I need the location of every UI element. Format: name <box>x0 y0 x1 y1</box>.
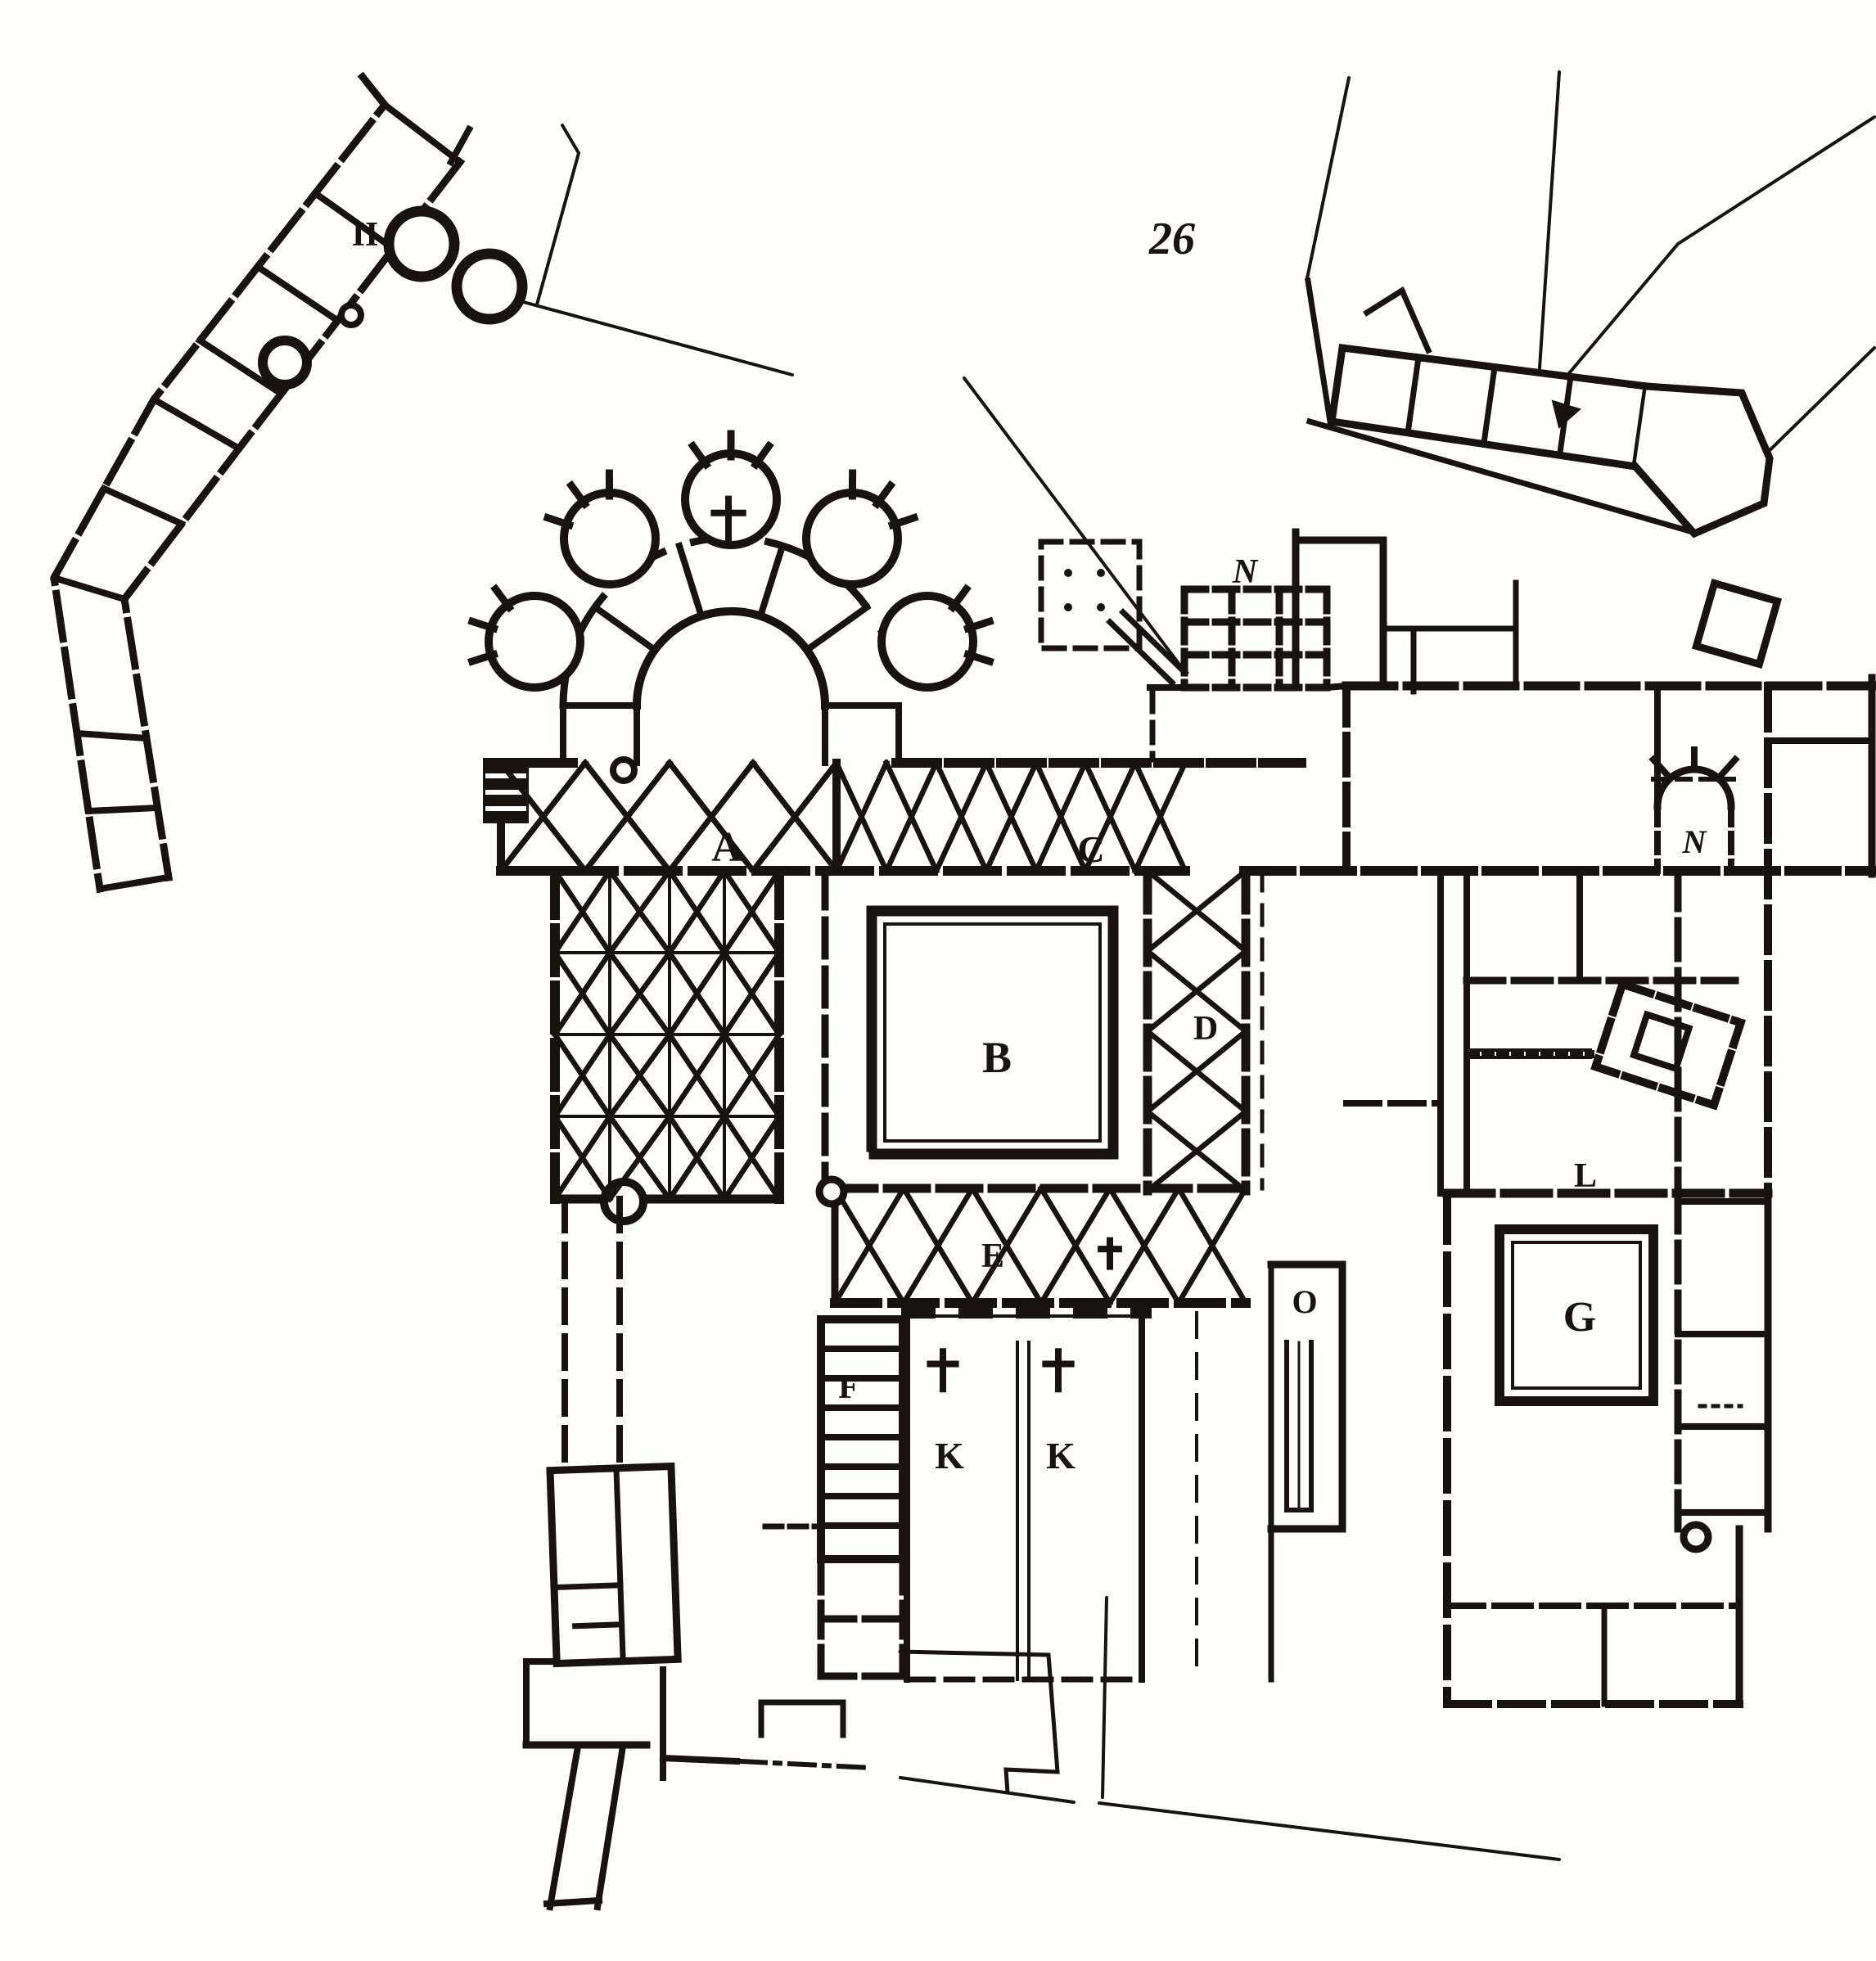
plan-label-label-n1: N <box>1232 553 1259 591</box>
southwest-buildings <box>522 1462 875 1911</box>
cross-hall-west <box>927 1348 959 1393</box>
cloister-garth-arcade <box>866 905 1119 1160</box>
apsidal-chamber <box>383 205 460 282</box>
south-range <box>762 1260 1346 1683</box>
plan-label-label-n2: N <box>1682 823 1708 860</box>
garth-g-arcade <box>1495 1224 1658 1406</box>
plan-label-label-o: O <box>1292 1283 1317 1320</box>
plan-label-label-k1: K <box>935 1435 964 1476</box>
cross-hall-east <box>1042 1348 1075 1393</box>
plan-label-label-l: L <box>1574 1157 1597 1195</box>
courtyard-g-block <box>1442 1188 1773 1708</box>
northwest-wing <box>50 71 528 894</box>
abbey-church <box>467 430 1306 1472</box>
plan-label-label-c: C <box>1077 828 1104 870</box>
apse-hemicycle <box>632 607 830 710</box>
plan-label-label-d: D <box>1193 1010 1218 1048</box>
plan-label-label-b: B <box>982 1033 1012 1082</box>
plan-label-label-h: II <box>352 216 379 254</box>
cloister <box>815 866 1265 1308</box>
radiating-chapels <box>467 430 994 692</box>
plan-label-label-k2: K <box>1046 1435 1076 1476</box>
round-tower <box>258 336 312 390</box>
plan-label-label-f: F <box>838 1368 859 1406</box>
detached-square <box>1691 578 1783 669</box>
dotted-court <box>1038 539 1143 651</box>
vault-bays <box>497 759 1250 1307</box>
cross-cemetery <box>710 495 746 545</box>
plan-label-label-e: E <box>981 1237 1004 1275</box>
apsidal-chamber <box>451 248 528 325</box>
pillared-hall-n <box>1038 539 1351 763</box>
tilted-annex <box>1590 979 1747 1111</box>
survey-lines <box>498 70 1876 1861</box>
plan-labels: 26 II A B C D E F K K G L N N O <box>352 214 1708 1476</box>
cross-gallery <box>1098 1237 1122 1270</box>
northeast-buildings <box>1304 277 1783 669</box>
east-complex <box>1239 528 1876 1197</box>
plan-cross-marks <box>710 495 1122 1393</box>
plan-label-label-g: G <box>1563 1294 1596 1341</box>
plan-label-label-a: A <box>711 824 742 871</box>
plan-label-figure-number: 26 <box>1148 214 1195 264</box>
